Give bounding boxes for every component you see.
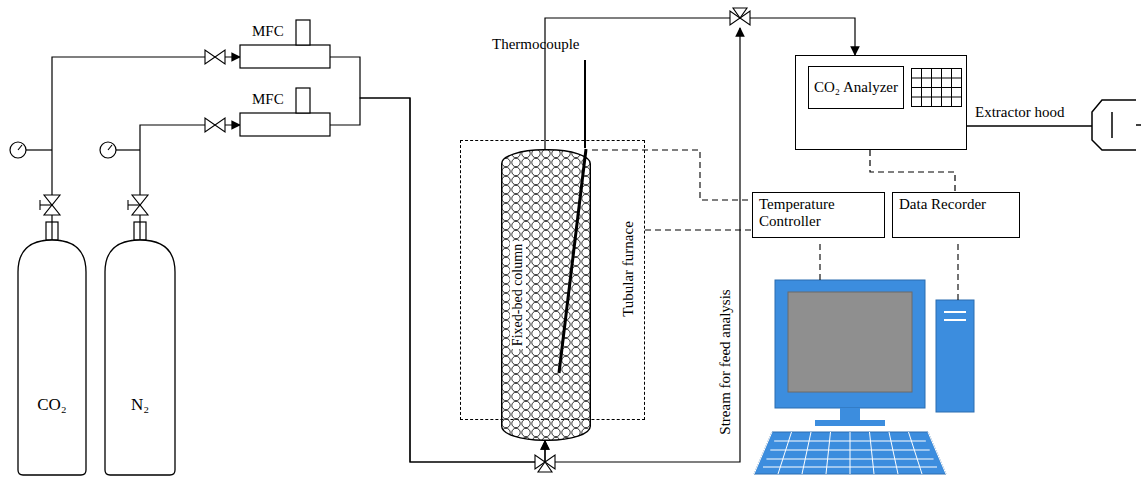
furnace-region: Fixed-bed column Tubular furnace (460, 140, 645, 420)
mfc-body (240, 45, 330, 68)
valve-symbol (205, 50, 215, 64)
co2-cylinder-fittings (10, 142, 26, 158)
cylinder-outline (18, 240, 86, 475)
mfc-sensor (296, 20, 310, 45)
n2-cylinder-fittings (100, 142, 116, 158)
thermocouple-label: Thermocouple (492, 36, 579, 53)
n2-cylinder-fittings (108, 145, 112, 150)
co2-analyzer: CO₂ Analyzer (795, 55, 967, 150)
co2-cylinder-fittings (10, 142, 58, 240)
extractor-hood-symbol (1092, 100, 1136, 150)
keyboard-key-line (870, 432, 875, 474)
valve-symbol (128, 204, 140, 205)
controller-box: Temperature Controller (752, 192, 885, 238)
cylinder-outline (18, 240, 86, 475)
valve-symbol (44, 195, 60, 205)
valve-symbol (44, 205, 60, 215)
mfc-body (240, 113, 330, 136)
extractor-hood-symbol (967, 100, 1141, 150)
valve-symbol (39, 200, 40, 210)
valve-symbol (127, 200, 128, 210)
extractor-hood-symbol (1136, 124, 1141, 126)
computer-icon (754, 432, 946, 474)
signal-line (645, 229, 752, 230)
mfc-symbol (240, 82, 330, 138)
hood-label: Extractor hood (975, 104, 1065, 121)
valve-symbol (132, 195, 148, 205)
gas-line (52, 57, 240, 240)
node-label: CO₂ Analyzer (808, 66, 904, 109)
node-label: MFC (252, 91, 284, 108)
keypad (911, 97, 961, 98)
valve-symbol (132, 205, 148, 215)
keypad (911, 68, 963, 108)
keyboard-key-line (778, 432, 792, 474)
thermocouple-leader (584, 60, 586, 148)
keyboard-key-line (850, 432, 851, 474)
node-label: CO₂ (18, 395, 86, 415)
keypad (911, 87, 961, 88)
n2-cylinder-fittings (100, 142, 146, 240)
valve-symbol (733, 8, 747, 18)
computer-icon (754, 432, 946, 474)
keypad (911, 78, 961, 79)
mfc-sensor (296, 88, 310, 113)
node-label: Fixed-bed column (510, 241, 526, 349)
computer-icon (775, 280, 925, 408)
keyboard-key-line (754, 432, 772, 474)
keypad (911, 69, 961, 107)
node-label: Data Recorder (899, 196, 1013, 213)
signal-wire (592, 150, 752, 200)
valve-symbol (538, 462, 552, 472)
computer-icon (788, 292, 912, 392)
computer-icon (840, 408, 860, 422)
valve-symbol (215, 118, 225, 132)
signal-wire (819, 244, 820, 280)
stream-label: Stream for feed analysis (717, 289, 734, 434)
thermocouple-rod (559, 149, 586, 373)
n2-cylinder-fittings (116, 149, 140, 150)
keyboard-key-line (826, 432, 831, 474)
column-packing (502, 150, 591, 441)
recorder-box: Data Recorder (892, 192, 1020, 238)
keyboard-key-line (909, 432, 923, 474)
keyboard-key-line (889, 432, 898, 474)
mfc-symbol (240, 14, 330, 70)
computer-icon (944, 319, 966, 321)
extractor-hood-symbol (967, 125, 1092, 127)
computer-icon (815, 420, 885, 426)
cylinder-outline (105, 240, 175, 475)
valve-symbol (215, 50, 225, 64)
co2-cylinder-fittings (18, 145, 22, 150)
cylinder-outline (105, 240, 175, 475)
node-label: N₂ (105, 395, 175, 415)
keyboard-key-line (802, 432, 811, 474)
node-label: MFC (252, 23, 284, 40)
gas-cylinder: N₂ (105, 240, 175, 475)
co2-cylinder-fittings (26, 149, 52, 150)
mass-flow-controller: MFC (240, 82, 330, 138)
node-label: Tubular furnace (620, 221, 637, 317)
gas-line (140, 125, 240, 240)
mass-flow-controller: MFC (240, 14, 330, 70)
valve-symbol (205, 118, 215, 132)
computer-icon (754, 280, 974, 474)
keyboard-key-line (928, 432, 946, 474)
computer-icon (936, 300, 974, 412)
gas-cylinder: CO₂ (18, 240, 86, 475)
fixed-bed-column: Fixed-bed column (501, 149, 591, 441)
node-label: Temperature Controller (759, 196, 878, 231)
computer-icon (944, 311, 966, 313)
extractor-hood-symbol (1111, 112, 1113, 138)
signal-line (870, 150, 955, 192)
thermocouple-leader (584, 60, 586, 148)
valve-symbol (40, 204, 52, 205)
signal-wire (957, 244, 958, 300)
